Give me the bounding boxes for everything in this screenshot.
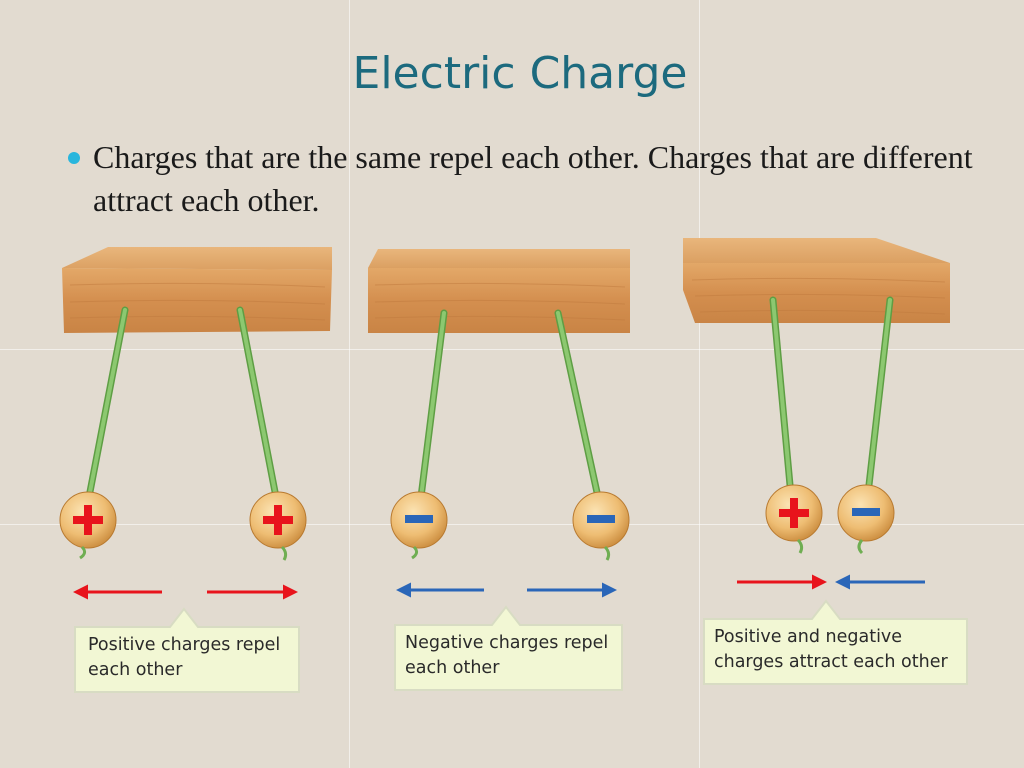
caption-line: each other [88,660,183,680]
caption-line: Positive and negative [714,627,903,647]
caption-negative-repel: Negative charges repel each other [405,631,608,681]
bullet-icon [68,152,80,164]
callout-box [703,599,968,685]
caption-attract: Positive and negative charges attract ea… [714,625,948,675]
wood-block [368,249,630,333]
charged-ball-positive [59,491,117,560]
caption-line: each other [405,658,500,678]
grid-line [0,524,1024,525]
panel-negative-repel [368,249,630,691]
bullet-text: Charges that are the same repel each oth… [93,139,973,218]
charged-ball-positive [765,484,823,554]
caption-line: Negative charges repel [405,633,609,653]
string [417,309,602,501]
grid-line [0,349,1024,350]
charged-ball-negative [837,484,895,555]
charged-ball-negative [572,491,630,561]
panel-positive-repel [59,247,332,693]
wood-block [683,238,950,323]
charged-ball-negative [390,491,448,560]
grid-line [699,0,700,768]
string [85,306,280,501]
wood-block [62,247,332,333]
caption-line: charges attract each other [714,652,948,672]
caption-positive-repel: Positive charges repel each other [88,633,280,683]
callout-box [394,605,623,691]
caption-line: Positive charges repel [88,635,281,655]
grid-line [349,0,350,768]
slide-title: Electric Charge [352,48,688,99]
panel-attract [683,238,968,685]
string [769,296,894,489]
charged-ball-positive [249,491,307,561]
callout-box [74,607,300,693]
